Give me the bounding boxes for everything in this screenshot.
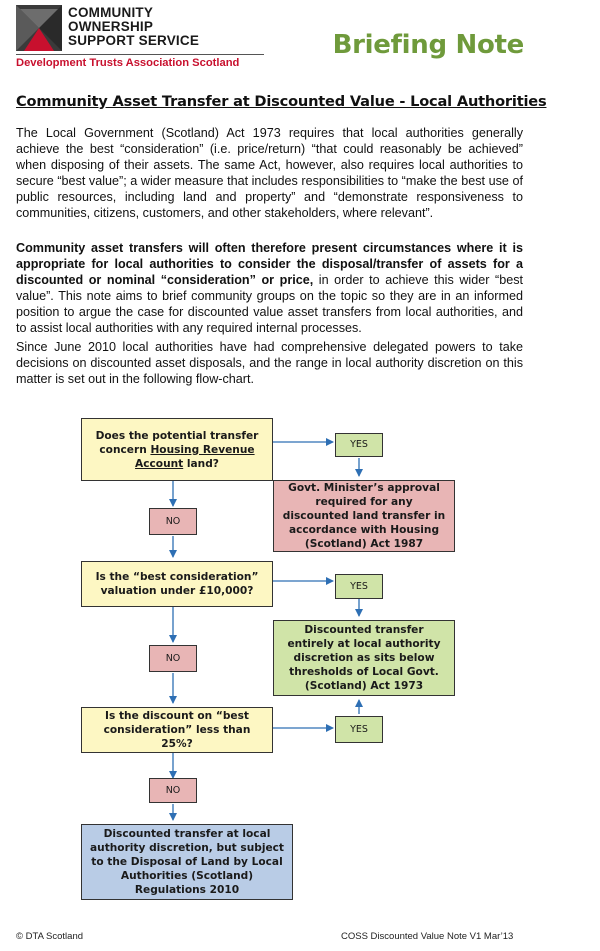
outcome-minister-approval-text: Govt. Minister’s approval required for a…: [282, 482, 446, 550]
question-housing-revenue-pre: Does the potential transfer concern: [95, 429, 259, 456]
question-discount-text: Is the discount on “best consideration” …: [103, 710, 251, 750]
logo-line-1: COMMUNITY: [68, 5, 154, 20]
housing-revenue-account-term: Housing Revenue Account: [135, 443, 255, 470]
outcome-disposal-regulations-text: Discounted transfer at local authority d…: [90, 828, 284, 896]
asset-transfer-rest: in order to achieve this wider “best val…: [16, 273, 523, 335]
question-housing-revenue: Does the potential transfer concern Hous…: [81, 418, 273, 481]
delegated-powers-paragraph: Since June 2010 local authorities have h…: [16, 340, 523, 386]
intro-paragraph: The Local Government (Scotland) Act 1973…: [16, 126, 523, 220]
footer-document-ref: COSS Discounted Value Note V1 Mar’13: [341, 931, 514, 942]
question-discount: Is the discount on “best consideration” …: [81, 707, 273, 753]
document-title: Community Asset Transfer at Discounted V…: [16, 93, 547, 110]
logo-line-3: SUPPORT SERVICE: [68, 33, 200, 48]
yes-badge-1: YES: [335, 433, 383, 457]
no-badge-2: NO: [149, 645, 197, 672]
question-valuation-text: Is the “best consideration” valuation un…: [95, 571, 259, 597]
briefing-note-label: Briefing Note: [332, 30, 525, 60]
question-valuation: Is the “best consideration” valuation un…: [81, 561, 273, 607]
outcome-disposal-regulations: Discounted transfer at local authority d…: [81, 824, 293, 900]
logo-divider: [16, 54, 264, 55]
question-housing-revenue-text: Does the potential transfer concern Hous…: [82, 429, 272, 471]
asset-transfer-emphasis: Community asset transfers will often the…: [16, 241, 523, 287]
logo-wordmark: COMMUNITY OWNERSHIP SUPPORT SERVICE: [68, 6, 199, 48]
footer-copyright: © DTA Scotland: [16, 931, 84, 942]
coss-logo-mark-icon: [16, 5, 62, 51]
no-badge-1: NO: [149, 508, 197, 535]
no-badge-3: NO: [149, 778, 197, 803]
outcome-la-discretion-text: Discounted transfer entirely at local au…: [287, 624, 441, 692]
question-housing-revenue-post: land?: [183, 457, 219, 470]
logo-tagline: Development Trusts Association Scotland: [16, 57, 240, 69]
coss-logo: COMMUNITY OWNERSHIP SUPPORT SERVICE Deve…: [16, 5, 268, 69]
asset-transfer-paragraph: Community asset transfers will often the…: [16, 240, 523, 336]
yes-badge-2: YES: [335, 574, 383, 599]
logo-line-2: OWNERSHIP: [68, 19, 154, 34]
outcome-la-discretion: Discounted transfer entirely at local au…: [273, 620, 455, 696]
yes-badge-3: YES: [335, 716, 383, 743]
outcome-minister-approval: Govt. Minister’s approval required for a…: [273, 480, 455, 552]
